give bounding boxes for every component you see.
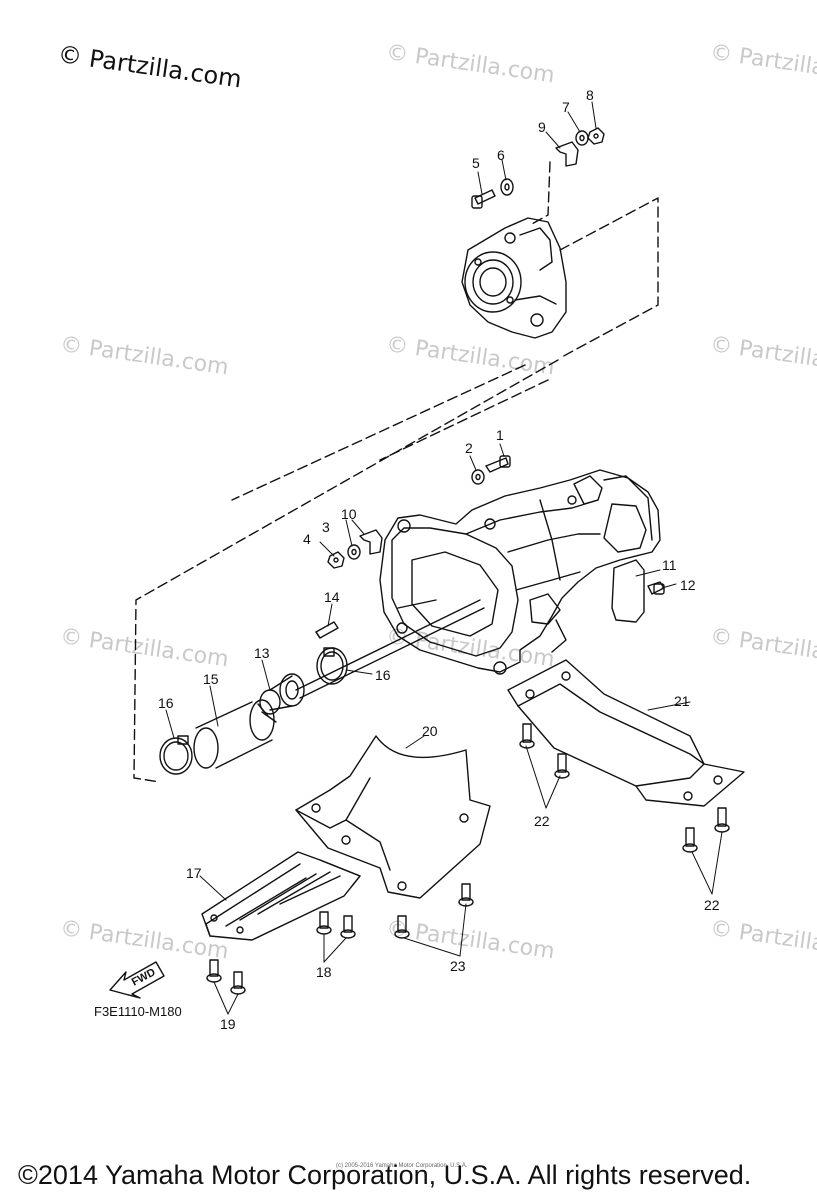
part-7-washer — [575, 130, 589, 146]
callout-2: 2 — [465, 440, 473, 456]
part-6-washer — [500, 178, 514, 196]
part-9-clip — [555, 141, 579, 167]
callout-5: 5 — [472, 155, 480, 171]
callout-8: 8 — [586, 87, 594, 103]
callout-14: 14 — [324, 589, 340, 605]
callout-4: 4 — [303, 531, 311, 547]
leader-lines — [165, 101, 723, 1015]
part-4-nut — [327, 551, 345, 569]
jet-pump-housing — [379, 469, 661, 675]
callout-12: 12 — [680, 577, 696, 593]
callout-17: 17 — [186, 865, 202, 881]
fwd-label: FWD — [130, 966, 158, 988]
callout-21: 21 — [674, 693, 690, 709]
callout-16: 16 — [375, 667, 391, 683]
part-15-hose — [193, 699, 275, 769]
part-3-washer — [347, 544, 361, 560]
callout-22: 22 — [534, 813, 550, 829]
callout-13: 13 — [254, 645, 270, 661]
callout-3: 3 — [322, 519, 330, 535]
part-22-screw — [554, 753, 570, 779]
small-copyright: (c) 2005-2016 Yamaha Motor Corporation, … — [336, 1163, 468, 1169]
assembly-group-outline — [133, 161, 659, 783]
part-8-nut — [587, 127, 605, 145]
callout-20: 20 — [422, 723, 438, 739]
part-10-clip — [359, 529, 383, 555]
callout-11: 11 — [662, 557, 677, 573]
callout-6: 6 — [497, 147, 505, 163]
part-11-plate — [611, 559, 645, 623]
callout-9: 9 — [538, 119, 546, 135]
part-18-screw — [340, 915, 356, 939]
fwd-arrow-icon — [109, 961, 165, 999]
callout-22: 22 — [704, 897, 720, 913]
part-13-seal — [257, 673, 305, 723]
callout-7: 7 — [562, 99, 570, 115]
part-23-screw — [458, 883, 474, 907]
part-20-cover — [295, 735, 491, 899]
figure-code: F3E1110-M180 — [94, 1004, 182, 1019]
part-18-screw — [316, 911, 332, 935]
part-19-screw — [206, 959, 222, 983]
part-17-grate — [201, 851, 361, 941]
part-23-screw — [394, 915, 410, 939]
bearing-housing — [461, 217, 567, 339]
part-2-washer — [471, 469, 485, 485]
part-1-bolt — [485, 455, 511, 473]
part-22-screw — [519, 723, 535, 749]
part-21-plate — [507, 659, 745, 807]
callout-16: 16 — [158, 695, 174, 711]
part-5-bolt — [471, 189, 496, 209]
callout-10: 10 — [341, 506, 357, 522]
part-12-screw — [647, 581, 665, 595]
callout-19: 19 — [220, 1016, 236, 1032]
copyright-footer: ©2014 Yamaha Motor Corporation, U.S.A. A… — [18, 1160, 752, 1190]
callout-15: 15 — [203, 671, 219, 687]
part-16-clamp-lower — [159, 735, 193, 775]
part-22-screw — [714, 807, 730, 833]
part-19-screw — [230, 971, 246, 995]
part-14-screw — [315, 621, 339, 639]
callout-18: 18 — [316, 964, 332, 980]
callout-23: 23 — [450, 958, 466, 974]
drive-shaft — [295, 599, 485, 699]
part-22-screw — [682, 827, 698, 853]
part-16-clamp-upper — [316, 647, 348, 685]
callout-1: 1 — [496, 427, 504, 443]
